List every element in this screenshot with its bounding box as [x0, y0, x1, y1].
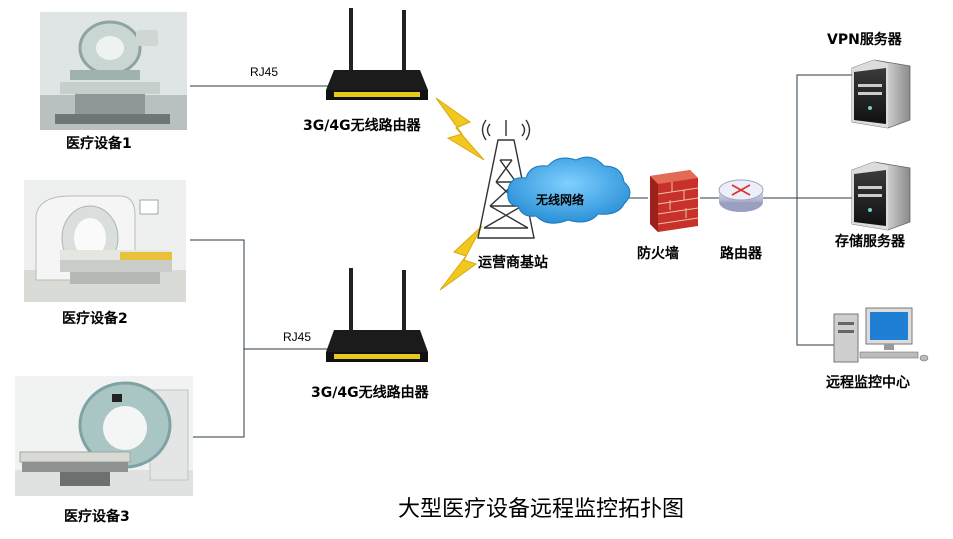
diagram-title: 大型医疗设备远程监控拓扑图 [398, 497, 685, 522]
wireless-network-label: 无线网络 [536, 193, 585, 207]
rj45-link-label-2: RJ45 [283, 330, 312, 344]
medical-device-3-image [15, 376, 193, 496]
base-station-tower-icon [477, 119, 535, 239]
wireless-router-2-label: 3G/4G无线路由器 [311, 385, 429, 401]
medical-device-2-label: 医疗设备2 [62, 311, 128, 327]
firewall-label: 防火墙 [637, 246, 679, 262]
connection-lines [190, 74, 852, 438]
vpn-server-label: VPN服务器 [827, 32, 902, 48]
medical-device-1-label: 医疗设备1 [66, 136, 132, 152]
base-station-label: 运营商基站 [478, 255, 548, 271]
lightning-bolt-icon-lower [439, 225, 483, 291]
firewall-icon [650, 170, 699, 232]
wireless-router-1-graphic [326, 8, 428, 100]
monitoring-center-label: 远程监控中心 [826, 375, 910, 391]
monitoring-pc-icon [833, 307, 929, 363]
rj45-link-label-1: RJ45 [250, 65, 279, 79]
storage-server-label: 存储服务器 [835, 234, 905, 250]
wireless-router-2-graphic [326, 268, 428, 362]
vpn-server-icon [851, 59, 911, 129]
wireless-network-cloud-icon [507, 156, 631, 224]
core-router-icon [718, 179, 764, 212]
core-router-label: 路由器 [720, 246, 762, 262]
medical-device-2-image [24, 180, 186, 302]
storage-server-icon [851, 161, 911, 231]
wireless-router-1-label: 3G/4G无线路由器 [303, 118, 421, 134]
lightning-bolt-icon-upper [435, 97, 485, 161]
medical-device-3-label: 医疗设备3 [64, 509, 130, 525]
medical-device-1-image [40, 12, 187, 130]
